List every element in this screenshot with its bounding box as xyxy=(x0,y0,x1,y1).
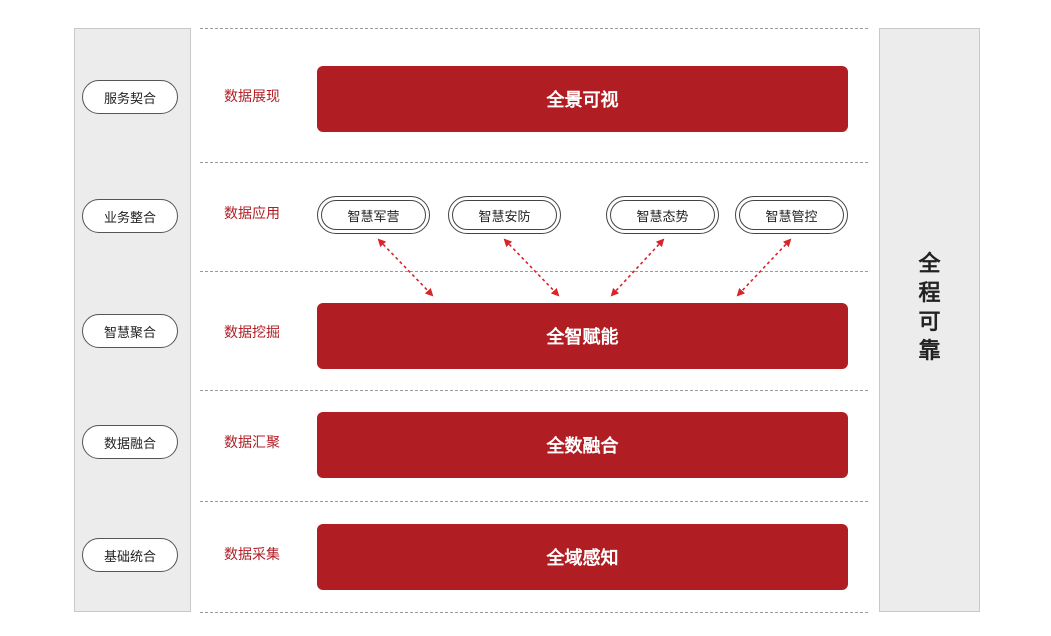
connector-arrow xyxy=(738,240,790,295)
assurance-title-char: 靠 xyxy=(918,337,940,366)
connector-arrow xyxy=(379,240,432,295)
connector-arrow xyxy=(612,240,663,295)
assurance-title-char: 程 xyxy=(918,279,940,308)
assurance-title-char: 可 xyxy=(918,308,940,337)
assurance-title: 全 程 可 靠 xyxy=(879,250,980,366)
connector-arrow xyxy=(505,240,558,295)
assurance-title-char: 全 xyxy=(918,250,940,279)
